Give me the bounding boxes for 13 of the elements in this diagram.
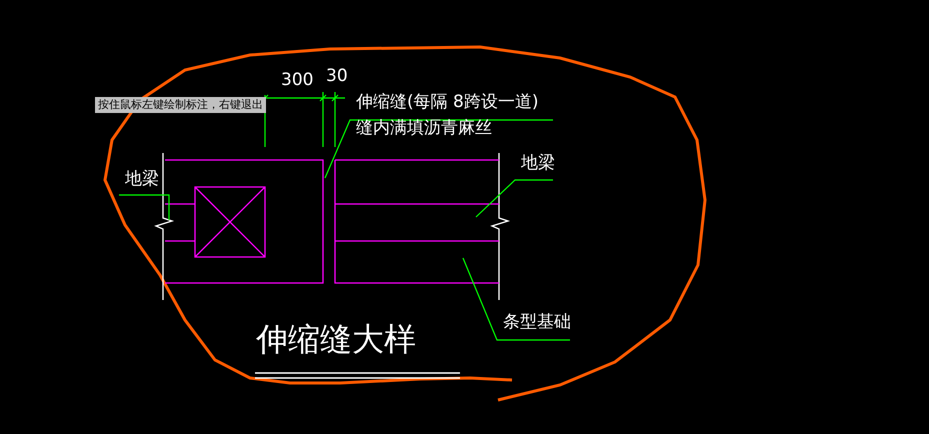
drawing-title: 伸缩缝大样 [256,322,416,358]
callout-text: 地梁 [125,170,159,189]
leader-line [324,119,553,178]
tooltip: 按住鼠标左键绘制标注，右键退出 [95,97,266,114]
leader-line [462,258,570,341]
dimension-text: 30 [326,67,348,86]
leader-line [119,194,170,220]
dimension-text: 300 [281,71,314,90]
callout-text: 地梁 [521,154,555,173]
callout-text: 条型基础 [503,313,571,332]
callout-text: 伸缩缝(每隔 8跨设一道) [356,93,538,112]
callout-text: 缝内满填沥青麻丝 [356,118,493,138]
leader-line [476,179,553,218]
